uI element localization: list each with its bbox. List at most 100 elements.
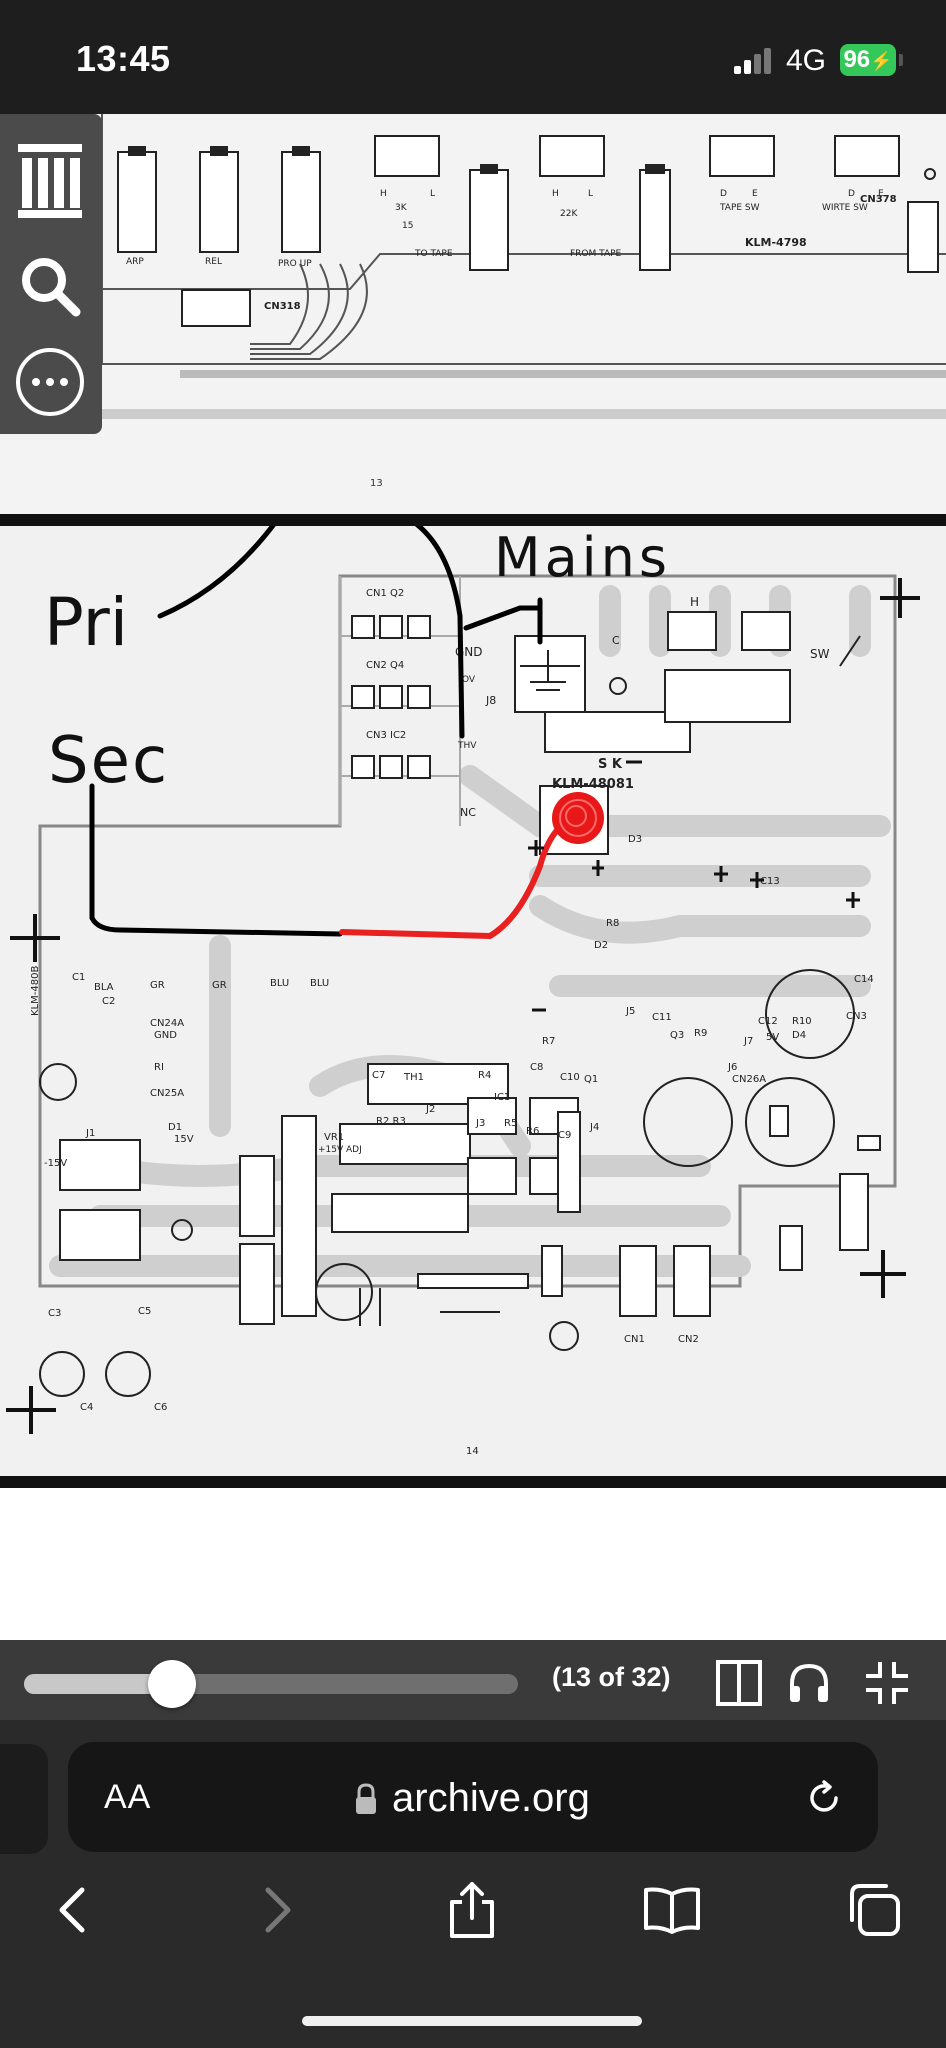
url-text[interactable]: archive.org (392, 1776, 590, 1820)
label-cn318: CN318 (264, 301, 301, 312)
status-bar: 13:45 4G 96⚡ (0, 0, 946, 114)
red-scribble-marker (552, 792, 604, 844)
text-size-button[interactable]: AA (104, 1778, 152, 1816)
label-side-klm: KLM-480B (30, 966, 41, 1016)
previous-tab-chip[interactable] (0, 1744, 48, 1854)
label-c12: C12 (758, 1016, 778, 1027)
annotation-mains: Mains (494, 526, 672, 589)
label-l2: L (588, 189, 593, 199)
label-d1: D1 (168, 1122, 182, 1133)
lock-icon (356, 1783, 376, 1814)
label-bla: BLA (94, 982, 114, 993)
tabs-icon[interactable] (844, 1880, 904, 1940)
label-ic1: IC1 (494, 1092, 510, 1103)
label-c4: C4 (80, 1402, 93, 1413)
label-c: C (612, 634, 620, 647)
label-c9: C9 (558, 1130, 571, 1141)
page-13: ARP REL PRO UP CN318 TO TAPE FROM TAPE T… (0, 114, 946, 514)
label-3k: 3K (395, 203, 408, 213)
label-c8: C8 (530, 1062, 543, 1073)
label-r2r3: R2 R3 (376, 1116, 406, 1127)
label-tape-sw: TAPE SW (719, 203, 760, 213)
label-c1: C1 (72, 972, 85, 983)
page-separator (0, 514, 946, 526)
label-blu1: BLU (270, 978, 289, 989)
label-arp: ARP (126, 257, 144, 267)
label-c7: C7 (372, 1070, 385, 1081)
label-j5: J5 (625, 1006, 635, 1017)
label-h: H (690, 595, 699, 609)
label-d3: D3 (628, 834, 642, 845)
viewer-side-toolbar (0, 114, 102, 434)
label-c5: C5 (138, 1306, 151, 1317)
more-options-icon[interactable] (16, 348, 84, 416)
label-ov: OV (462, 675, 476, 685)
label-d1: D (720, 189, 727, 199)
label-h1: H (380, 189, 387, 199)
share-icon[interactable] (442, 1880, 502, 1940)
label-22k: 22K (560, 209, 578, 219)
label-j8: J8 (485, 694, 496, 707)
label-cn3: CN3 (846, 1011, 867, 1022)
label-cn3-ic2: CN3 IC2 (366, 730, 406, 741)
label-5v: 5V (766, 1032, 779, 1043)
schematic-page-14: CN1 Q2 CN2 Q4 CN3 IC2 GND OV J8 THV NC C… (6, 526, 920, 1457)
label-to-tape: TO TAPE (414, 249, 453, 259)
label-j7: J7 (743, 1036, 753, 1047)
label-c6: C6 (154, 1402, 167, 1413)
label-d2: D2 (594, 940, 608, 951)
label-rel: REL (205, 257, 222, 267)
page-slider-track[interactable] (24, 1660, 518, 1708)
annotation-sec: Sec (48, 724, 170, 798)
label-cn2-q4: CN2 Q4 (366, 660, 404, 671)
label-d2: D (848, 189, 855, 199)
label-d4: D4 (792, 1030, 806, 1041)
library-icon[interactable] (18, 144, 82, 218)
document-viewer[interactable]: ARP REL PRO UP CN318 TO TAPE FROM TAPE T… (0, 114, 946, 1640)
headphones-icon[interactable] (786, 1660, 832, 1706)
page-counter: (13 of 32) (552, 1662, 671, 1692)
label-r6: R6 (526, 1126, 539, 1137)
label-klm-4798: KLM-4798 (745, 236, 807, 249)
bookmarks-icon[interactable] (642, 1880, 702, 1940)
label-j3: J3 (475, 1118, 485, 1129)
label-gnd2: GND (154, 1030, 177, 1041)
label-cn2: CN2 (678, 1334, 699, 1345)
page-number-14: 14 (466, 1446, 479, 1457)
label-q3: Q3 (670, 1030, 684, 1041)
label-gr2: GR (212, 980, 227, 991)
label-j1: J1 (85, 1128, 95, 1139)
label-m15v: -15V (44, 1158, 67, 1169)
label-15v: 15V (174, 1134, 194, 1145)
exit-fullscreen-icon[interactable] (864, 1660, 910, 1706)
two-page-view-icon[interactable] (716, 1660, 762, 1706)
page-14: CN1 Q2 CN2 Q4 CN3 IC2 GND OV J8 THV NC C… (0, 526, 946, 1476)
label-nc: NC (460, 806, 476, 819)
label-th1: TH1 (403, 1072, 424, 1083)
page-number-13: 13 (370, 478, 383, 489)
home-indicator (302, 2016, 642, 2026)
search-icon[interactable] (22, 258, 81, 317)
reload-icon[interactable] (804, 1778, 844, 1818)
page-separator (0, 1476, 946, 1488)
label-r5: R5 (504, 1118, 517, 1129)
schematic-page-13: ARP REL PRO UP CN318 TO TAPE FROM TAPE T… (101, 114, 946, 489)
label-e2: E (878, 189, 884, 199)
network-type: 4G (786, 44, 827, 77)
back-icon[interactable] (44, 1880, 104, 1940)
page-slider-fill (24, 1674, 173, 1694)
address-bar[interactable]: AA archive.org (68, 1742, 878, 1852)
page-slider-thumb[interactable] (148, 1660, 197, 1708)
label-c13: C13 (760, 876, 780, 887)
reader-progress-bar: (13 of 32) (0, 1640, 946, 1720)
browser-bottom-chrome: (13 of 32) AA archive.org (0, 1640, 946, 2048)
status-time: 13:45 (76, 38, 171, 79)
label-c11: C11 (652, 1012, 672, 1023)
label-cn1-q2: CN1 Q2 (366, 588, 404, 599)
label-r9: R9 (694, 1028, 707, 1039)
battery-indicator: 96⚡ (840, 44, 896, 76)
forward-icon[interactable] (246, 1880, 306, 1940)
label-thv: THV (457, 741, 477, 751)
label-q1: Q1 (584, 1074, 598, 1085)
label-r8: R8 (606, 918, 619, 929)
